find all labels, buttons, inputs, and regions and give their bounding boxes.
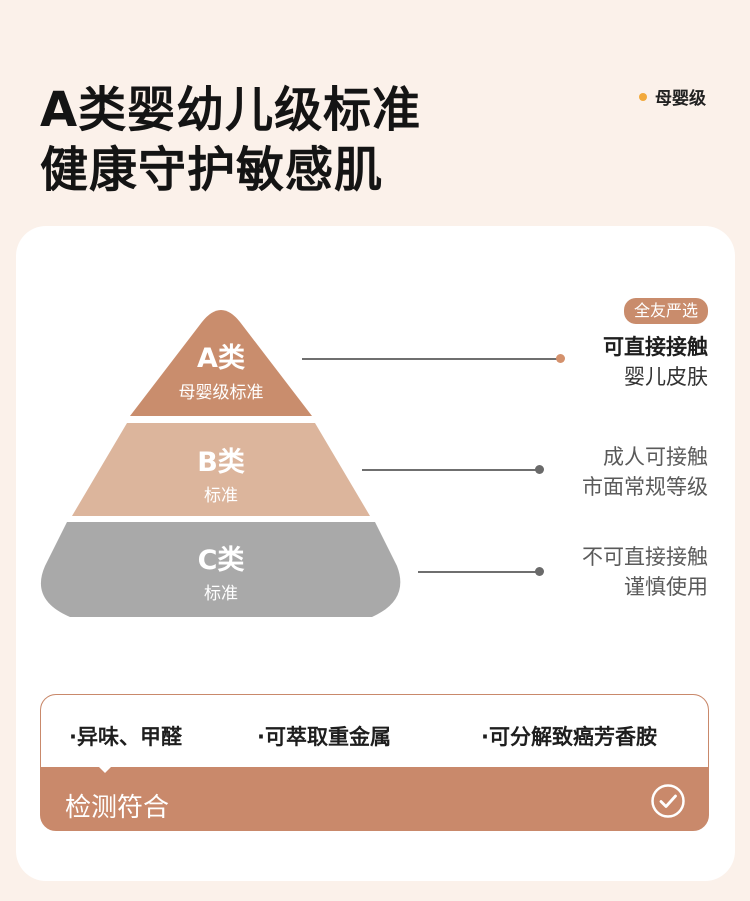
tier-a-title: A类 [197, 343, 245, 374]
detection-item-odor-formaldehyde: ·异味、甲醛 [69, 725, 182, 749]
tier-c-leader-dot [535, 567, 544, 576]
tier-c-desc-line-1: 不可直接接触 [582, 545, 708, 569]
grade-badge: 母婴级 [639, 84, 706, 109]
detection-item-aromatic-amines: ·可分解致癌芳香胺 [481, 725, 657, 749]
page-title: A类婴幼儿级标准 健康守护敏感肌 [40, 80, 421, 200]
tier-a-description: 可直接接触 婴儿皮肤 [603, 332, 708, 392]
title-line-1: A类婴幼儿级标准 [40, 82, 422, 138]
tier-a-leader-line [302, 358, 560, 360]
detection-item-heavy-metals: ·可萃取重金属 [257, 725, 391, 749]
detection-panel: ·异味、甲醛 ·可萃取重金属 ·可分解致癌芳香胺 检测符合 [40, 694, 709, 831]
tier-a-desc-line-2: 婴儿皮肤 [624, 365, 708, 389]
detection-items-area: ·异味、甲醛 ·可萃取重金属 ·可分解致癌芳香胺 [41, 695, 708, 767]
check-circle-icon [651, 784, 685, 818]
tier-a-shape [130, 310, 312, 416]
tier-b-desc-line-1: 成人可接触 [603, 445, 708, 469]
tier-c-title: C类 [197, 545, 245, 576]
title-line-2: 健康守护敏感肌 [40, 142, 384, 198]
tier-b-desc-line-2: 市面常规等级 [582, 475, 708, 499]
badge-dot-icon [639, 92, 647, 101]
tier-a-leader-dot [556, 354, 565, 363]
tier-b-leader-dot [535, 465, 544, 474]
detection-notch-icon [93, 761, 117, 773]
strict-select-tag: 全友严选 [623, 298, 708, 324]
tier-b-shape [72, 423, 370, 516]
tier-c-subtitle: 标准 [204, 584, 238, 604]
tier-a-subtitle: 母婴级标准 [178, 383, 264, 403]
tier-b-description: 成人可接触 市面常规等级 [582, 442, 708, 502]
tier-b-subtitle: 标准 [204, 486, 238, 506]
tier-c-desc-line-2: 谨慎使用 [624, 575, 708, 599]
badge-label: 母婴级 [655, 89, 706, 109]
detection-result-label: 检测符合 [65, 793, 170, 823]
tier-c-description: 不可直接接触 谨慎使用 [582, 542, 708, 602]
tier-b-leader-line [362, 469, 538, 471]
tier-a-desc-line-1: 可直接接触 [603, 335, 708, 359]
tier-b-title: B类 [197, 447, 245, 478]
tier-c-shape [40, 522, 401, 617]
tier-c-leader-line [418, 571, 538, 573]
